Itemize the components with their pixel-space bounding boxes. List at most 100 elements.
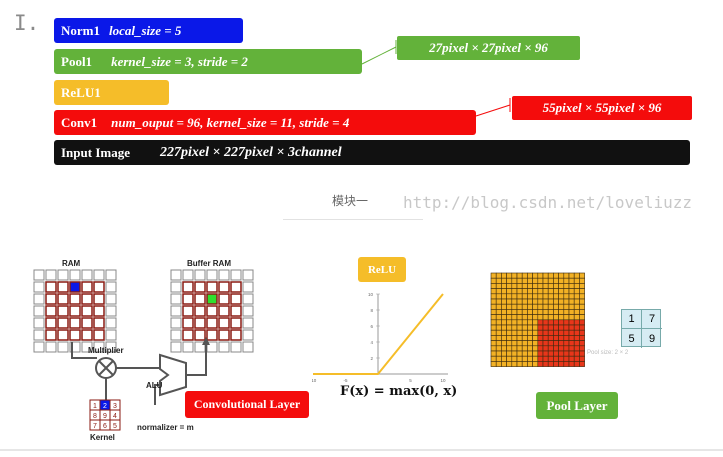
pool-input-cell: [490, 335, 497, 341]
pool-input-cell: [579, 319, 585, 326]
pool-input-cell: [553, 298, 559, 305]
memory-cell: [242, 293, 254, 305]
memory-cell: [170, 281, 182, 293]
memory-cell: [170, 329, 182, 341]
pool-input-cell: [537, 314, 544, 321]
pool-input-cell: [542, 319, 549, 326]
memory-cell: [242, 329, 254, 341]
memory-cell: [93, 341, 105, 353]
pool-input-cell: [542, 329, 549, 336]
pool-input-cell: [527, 350, 533, 357]
pool-input-cell: [511, 319, 518, 326]
memory-cell: [69, 269, 81, 281]
memory-cell: [93, 293, 105, 305]
memory-cell: [93, 281, 105, 293]
alu-label: ALU: [146, 381, 163, 390]
pool-input-cell: [547, 324, 554, 331]
pool-input-cell: [573, 303, 580, 310]
memory-cell: [45, 293, 57, 305]
pool-input-cell: [547, 329, 554, 336]
pool-input-cell: [579, 309, 585, 315]
pool-input-cell: [573, 319, 580, 326]
pool-input-cell: [579, 361, 585, 367]
pool-input-cell: [495, 324, 502, 331]
pool-input-cell: [511, 303, 518, 310]
pool-input-cell: [527, 314, 533, 321]
pool-input-cell: [558, 309, 565, 315]
pool-input-cell: [547, 355, 554, 362]
pool-input-cell: [506, 329, 513, 336]
memory-cell: [33, 329, 45, 341]
pool-input-cell: [495, 272, 502, 279]
pool-input-cell: [568, 298, 575, 305]
pool-input-cell: [568, 355, 575, 362]
pool-input-cell: [573, 288, 580, 295]
pool-cell: 9: [648, 332, 656, 345]
memory-cell: [33, 269, 45, 281]
pool-input-cell: [490, 309, 497, 315]
memory-cell: [69, 281, 81, 293]
pool-input-cell: [490, 314, 497, 321]
input-image-params: 227pixel × 227pixel × 3channel: [160, 144, 342, 160]
pool-input-cell: [501, 277, 507, 284]
pool-input-cell: [579, 340, 585, 347]
pool-input-cell: [573, 272, 580, 279]
kernel-cell-value: 2: [103, 403, 107, 410]
pool-input-cell: [558, 319, 565, 326]
pool-input-cell: [527, 324, 533, 331]
pool-input-cell: [553, 345, 559, 352]
pool-input-cell: [501, 329, 507, 336]
pool-input-cell: [568, 340, 575, 347]
pool-input-cell: [553, 324, 559, 331]
pool-input-cell: [579, 329, 585, 336]
pool-annotation-connector: [361, 40, 397, 65]
memory-cell: [182, 293, 194, 305]
pool-input-cell: [501, 272, 507, 279]
pool-input-cell: [521, 272, 528, 279]
relu-y-tick: 2: [370, 356, 373, 361]
pool-input-cell: [558, 329, 565, 336]
pool-input-cell: [553, 319, 559, 326]
pool-input-cell: [573, 283, 580, 289]
pool-input-cell: [501, 340, 507, 347]
pool-input-cell: [490, 329, 497, 336]
pool-input-cell: [516, 277, 523, 284]
pool-input-cell: [563, 309, 570, 315]
pool-input-cell: [521, 293, 528, 300]
watermark-url: http://blog.csdn.net/loveliuzz: [403, 193, 692, 212]
pool-input-cell: [516, 293, 523, 300]
pool-input-cell: [553, 309, 559, 315]
pool-input-cell: [542, 335, 549, 341]
pool-input-cell: [563, 335, 570, 341]
pool-input-cell: [537, 324, 544, 331]
pool-input-cell: [568, 272, 575, 279]
pool-input-cell: [511, 335, 518, 341]
memory-cell: [81, 281, 93, 293]
pool-input-cell: [490, 298, 497, 305]
pool-input-cell: [532, 345, 539, 352]
pool-input-cell: [547, 283, 554, 289]
section-numeral: I.: [14, 11, 40, 35]
pool1-name: Pool1: [61, 53, 93, 69]
memory-cell: [242, 305, 254, 317]
pool-input-cell: [506, 314, 513, 321]
pool-input-cell: [527, 355, 533, 362]
pool-input-cell: [553, 329, 559, 336]
pool-layer-button[interactable]: Pool Layer: [536, 392, 618, 419]
pool-input-cell: [490, 277, 497, 284]
pool-input-cell: [547, 272, 554, 279]
memory-cell: [105, 341, 117, 353]
pool-input-cell: [532, 303, 539, 310]
pool-input-cell: [527, 272, 533, 279]
memory-cell: [182, 341, 194, 353]
convolutional-layer-button[interactable]: Convolutional Layer: [185, 391, 309, 418]
pool-input-cell: [521, 340, 528, 347]
pool-input-cell: [516, 345, 523, 352]
memory-cell: [194, 317, 206, 329]
pool-input-cell: [490, 272, 497, 279]
pool-input-cell: [511, 314, 518, 321]
pool-input-cell: [527, 283, 533, 289]
kernel-cell: [109, 419, 121, 431]
pool-input-cell: [511, 355, 518, 362]
pool-input-cell: [553, 335, 559, 341]
